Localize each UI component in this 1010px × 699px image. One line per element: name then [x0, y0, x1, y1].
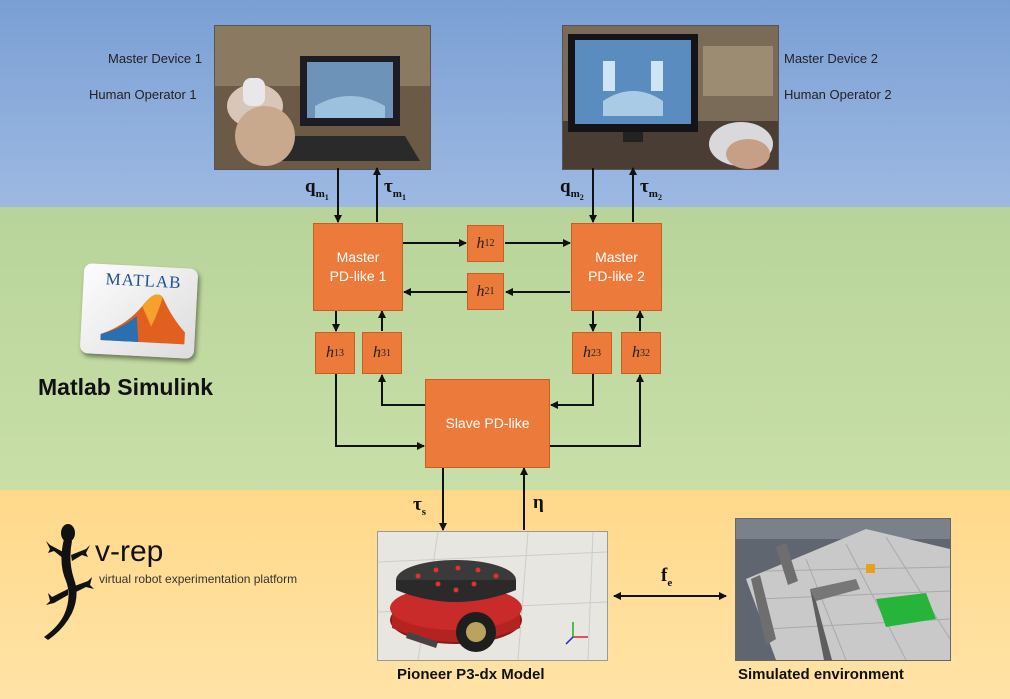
environment-caption: Simulated environment — [738, 666, 904, 683]
master-1-line1: Master — [336, 249, 380, 265]
signal-tau-m2: τm2 — [640, 176, 662, 202]
simulated-environment-image — [735, 518, 951, 661]
master-pd-like-1-block: Master PD-like 1 — [313, 223, 403, 311]
arrow-h13-slave — [335, 374, 425, 450]
master-device-1-label: Master Device 1 — [108, 51, 202, 66]
arrow-slave-h32 — [549, 374, 644, 447]
master-device-2-label: Master Device 2 — [784, 51, 878, 66]
vrep-name: v-rep — [95, 535, 164, 568]
master-device-2-photo — [562, 25, 779, 170]
signal-q-m1: qm1 — [305, 176, 329, 202]
arrow-h23-slave — [550, 374, 594, 409]
signal-eta: η — [533, 492, 544, 513]
vrep-tagline: virtual robot experimentation platform — [99, 572, 298, 586]
signal-tau-m1: τm1 — [384, 176, 406, 202]
slave-pd-like-block: Slave PD-like — [425, 379, 550, 468]
signal-q-m2: qm2 — [560, 176, 584, 202]
matlab-logo: MATLAB — [79, 263, 199, 359]
master-2-line1: Master — [595, 249, 638, 265]
master-pd-like-2-block: Master PD-like 2 — [571, 223, 662, 311]
master-device-1-photo — [214, 25, 431, 170]
human-operator-2-label: Human Operator 2 — [784, 87, 892, 102]
gecko-icon — [44, 524, 94, 640]
human-operator-1-label: Human Operator 1 — [89, 87, 197, 102]
signal-tau-s: τs — [413, 494, 427, 518]
master-2-line2: PD-like 2 — [588, 268, 645, 284]
pioneer-robot-image — [377, 531, 608, 661]
arrow-slave-h31 — [378, 374, 426, 406]
signal-f-e: fe — [661, 565, 673, 589]
matlab-simulink-title: Matlab Simulink — [38, 374, 214, 400]
operator-layer — [0, 0, 1010, 207]
master-1-line2: PD-like 1 — [329, 268, 387, 284]
robot-caption: Pioneer P3-dx Model — [397, 666, 545, 683]
